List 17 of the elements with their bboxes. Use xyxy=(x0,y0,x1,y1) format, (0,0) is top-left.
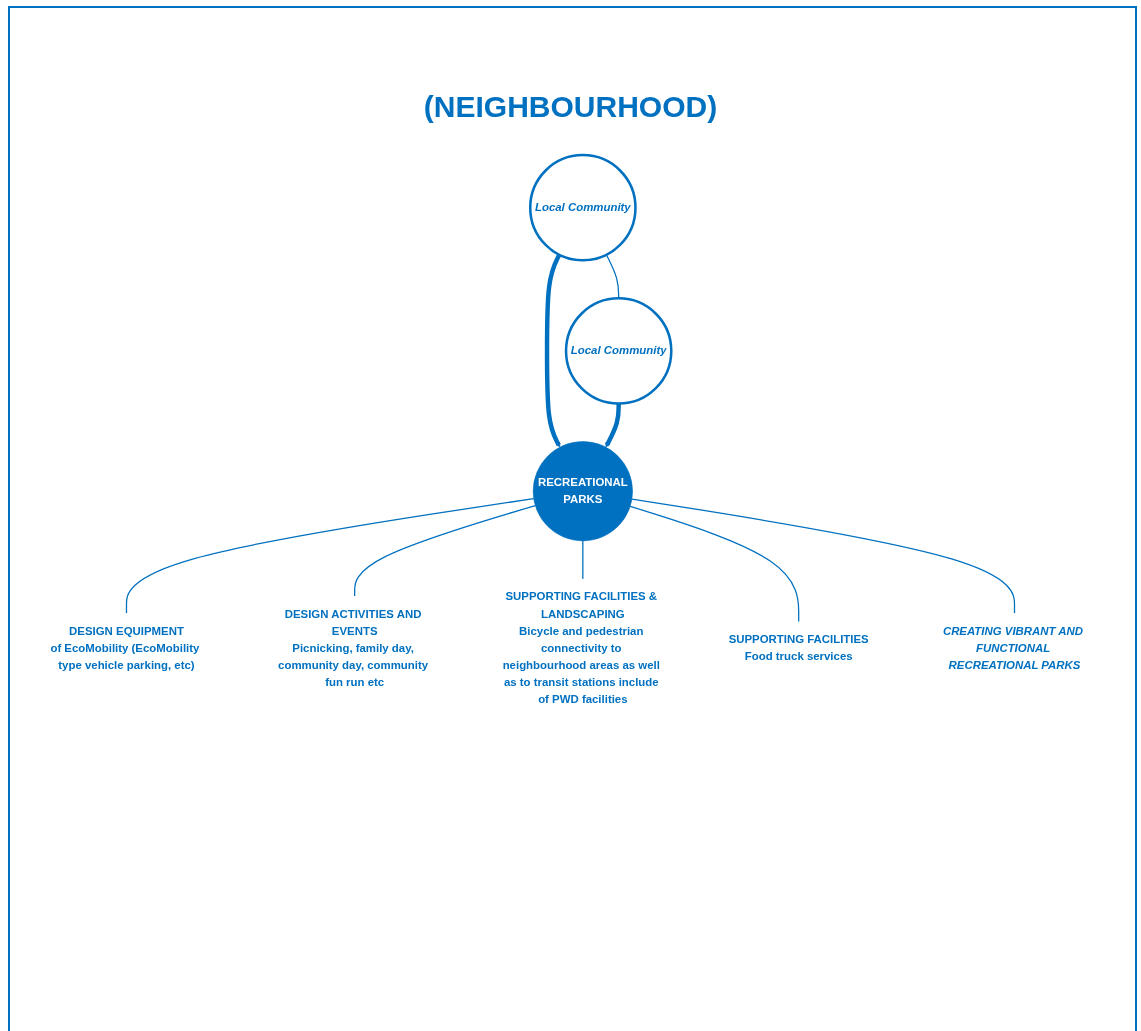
connector xyxy=(125,498,535,614)
connector xyxy=(605,254,620,299)
node-text: DESIGN EQUIPMENT of EcoMobility (EcoMobility type vehicle parking, etc) xyxy=(50,624,200,672)
arrow xyxy=(605,403,621,448)
connector xyxy=(354,504,536,597)
node-text: SUPPORTING FACILITIES Food truck services xyxy=(728,633,869,663)
node-text: CREATING VIBRANT AND FUNCTIONAL RECREATIONAL PARKS xyxy=(942,624,1083,672)
node-circle: RECREATIONAL PARKS xyxy=(532,441,633,542)
connector xyxy=(631,498,1016,614)
node-text: SUPPORTING FACILITIES & LANDSCAPING Bicycle and pedestrian connectivity to neighbourhood areas as well as to transit stations include of PWD facilities xyxy=(502,590,660,706)
arrow xyxy=(544,253,562,448)
connector xyxy=(582,540,584,580)
node-circle: Local Community xyxy=(564,297,673,405)
connector xyxy=(629,505,800,623)
node-text: DESIGN ACTIVITIES AND EVENTS Picnicking, family day, community day, community fun run etc xyxy=(278,607,429,689)
node-circle: Local Community xyxy=(528,153,637,262)
diagram-title: (NEIGHBOURHOOD) xyxy=(422,90,719,124)
